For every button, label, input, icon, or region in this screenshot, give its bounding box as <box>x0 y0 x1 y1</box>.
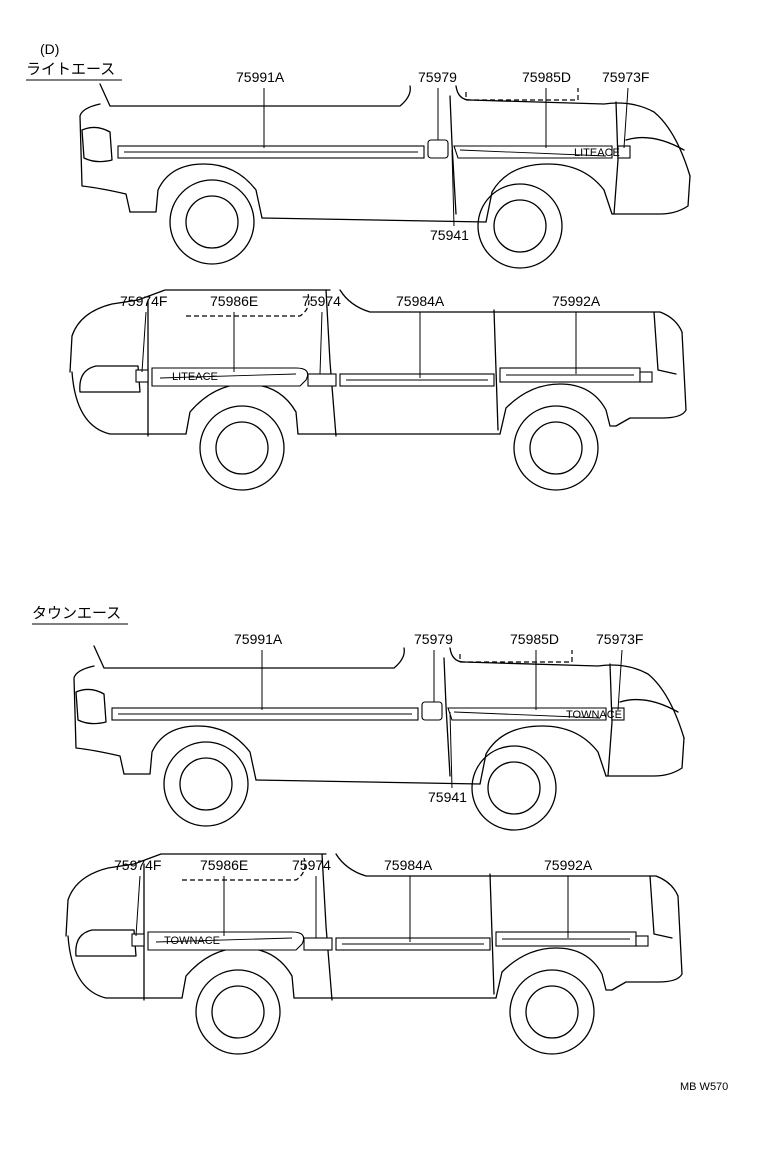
van-badge: TOWNACE <box>566 709 622 721</box>
leader-75941 <box>451 149 455 227</box>
callout-75941: 75941 <box>428 789 467 805</box>
callout-75974: 75974 <box>302 293 341 309</box>
callout-75979: 75979 <box>414 631 453 647</box>
callout-75973F: 75973F <box>596 631 643 647</box>
page-label: (D) <box>40 41 59 57</box>
section-townace: タウンエース TOWNACE 75991A 75979 75985D 75973… <box>32 605 685 1055</box>
van-left-view: TOWNACE <box>65 853 683 1055</box>
callout-75985D: 75985D <box>510 631 559 647</box>
callout-75974: 75974 <box>292 857 331 873</box>
callout-75979: 75979 <box>418 69 457 85</box>
page-code: MB W570 <box>680 1081 728 1093</box>
leader-75974F <box>135 875 141 937</box>
callout-75984A: 75984A <box>384 857 433 873</box>
van-left-view: LITEACE <box>69 289 687 491</box>
callout-75991A: 75991A <box>234 631 283 647</box>
van-badge: TOWNACE <box>164 935 220 947</box>
callout-75992A: 75992A <box>544 857 593 873</box>
callout-75973F: 75973F <box>602 69 649 85</box>
callout-75941: 75941 <box>430 227 469 243</box>
van-right-view: LITEACE <box>79 83 691 269</box>
section-liteace: ライトエース LITEACE 75991A 75979 75985D 75973… <box>26 61 691 491</box>
leader-75974F <box>141 311 147 373</box>
callout-75974F: 75974F <box>120 293 167 309</box>
callout-75984A: 75984A <box>396 293 445 309</box>
van-badge: LITEACE <box>574 147 620 159</box>
section-title: ライトエース <box>26 61 115 78</box>
leader-75941 <box>449 711 453 789</box>
callout-75986E: 75986E <box>200 857 248 873</box>
section-title: タウンエース <box>32 605 121 622</box>
leader-75973F <box>623 87 629 149</box>
callout-75986E: 75986E <box>210 293 258 309</box>
van-right-view: TOWNACE <box>73 645 685 831</box>
callout-75991A: 75991A <box>236 69 285 85</box>
leader-75973F <box>617 649 623 711</box>
callout-75985D: 75985D <box>522 69 571 85</box>
van-badge: LITEACE <box>172 371 218 383</box>
callout-75992A: 75992A <box>552 293 601 309</box>
callout-75974F: 75974F <box>114 857 161 873</box>
leader-75974 <box>319 311 323 375</box>
